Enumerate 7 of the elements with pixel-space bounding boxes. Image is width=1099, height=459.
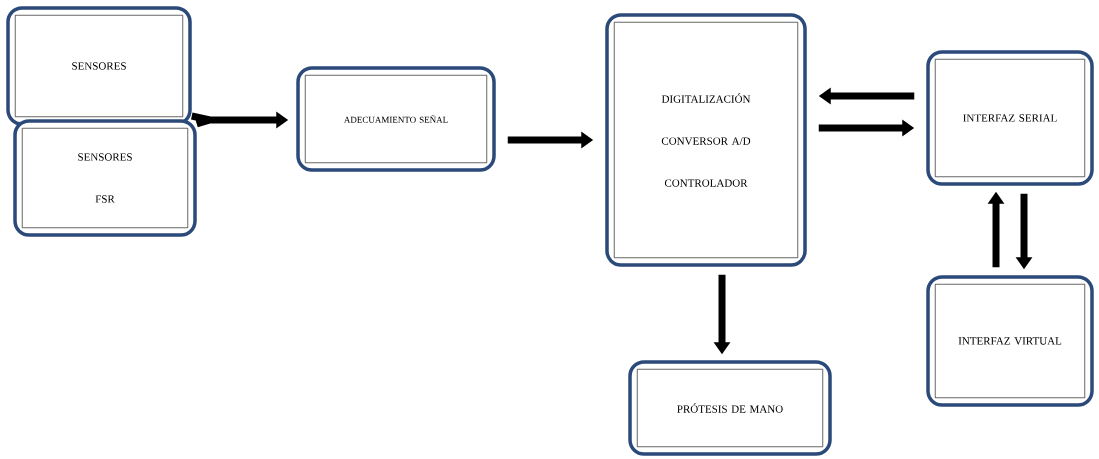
- process-box: PRÓTESIS DE MANO: [628, 360, 832, 456]
- process-box: INTERFAZ VIRTUAL: [926, 275, 1094, 407]
- process-box: DIGITALIZACIÓN CONVERSOR A/D CONTROLADOR: [605, 13, 807, 267]
- process-box: INTERFAZ SERIAL: [926, 50, 1094, 186]
- process-box: SENSORES: [6, 6, 192, 126]
- process-box: ADECUAMIENTO SEÑAL: [296, 66, 496, 172]
- process-box: SENSORES FSR: [13, 119, 197, 237]
